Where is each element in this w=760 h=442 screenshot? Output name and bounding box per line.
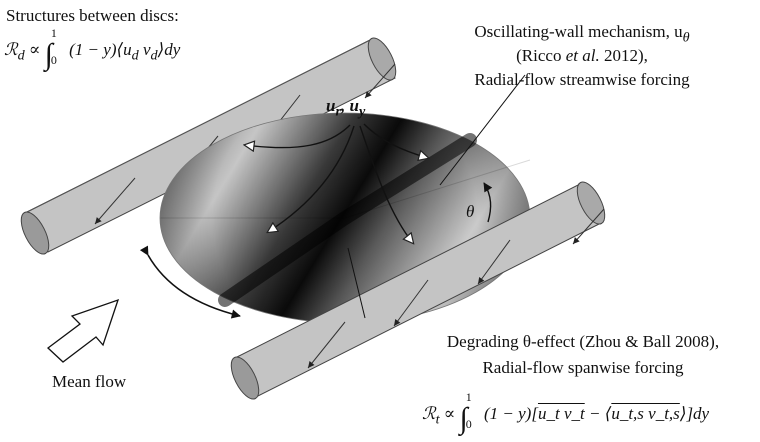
oscillation-arrow	[139, 245, 241, 319]
mean-flow-label: Mean flow	[52, 372, 127, 391]
structures-title: Structures between discs:	[6, 6, 179, 25]
degrading-theta-label: Degrading θ-effect (Zhou & Ball 2008),	[446, 332, 720, 351]
radial-streamwise-label: Radial-flow streamwise forcing	[474, 70, 690, 89]
mean-flow-arrow	[46, 298, 120, 363]
rotating-disc	[159, 112, 531, 324]
radial-flow-arrows	[245, 123, 428, 243]
equation-r-d: ℛd ∝ ∫10 (1 − y)⟨ud vd⟩dy	[4, 26, 181, 71]
ricco-citation: (Ricco et al. 2012),	[516, 46, 648, 65]
theta-rotation-arrow	[483, 182, 493, 223]
upper-cylinder	[20, 37, 397, 255]
leader-lines	[347, 74, 526, 319]
radial-spanwise-label: Radial-flow spanwise forcing	[482, 358, 684, 377]
ur-uy-label: ur, uy	[326, 96, 366, 120]
lower-cylinder-helix	[307, 208, 605, 369]
oscillating-wall-label: Oscillating-wall mechanism, uθ	[474, 22, 690, 46]
equation-r-t: ℛt ∝ ∫10 (1 − y)[u_t v_t − ⟨u_t,s v_t,s⟩…	[422, 390, 710, 435]
theta-label: θ	[466, 202, 475, 221]
lower-cylinder	[230, 181, 606, 400]
